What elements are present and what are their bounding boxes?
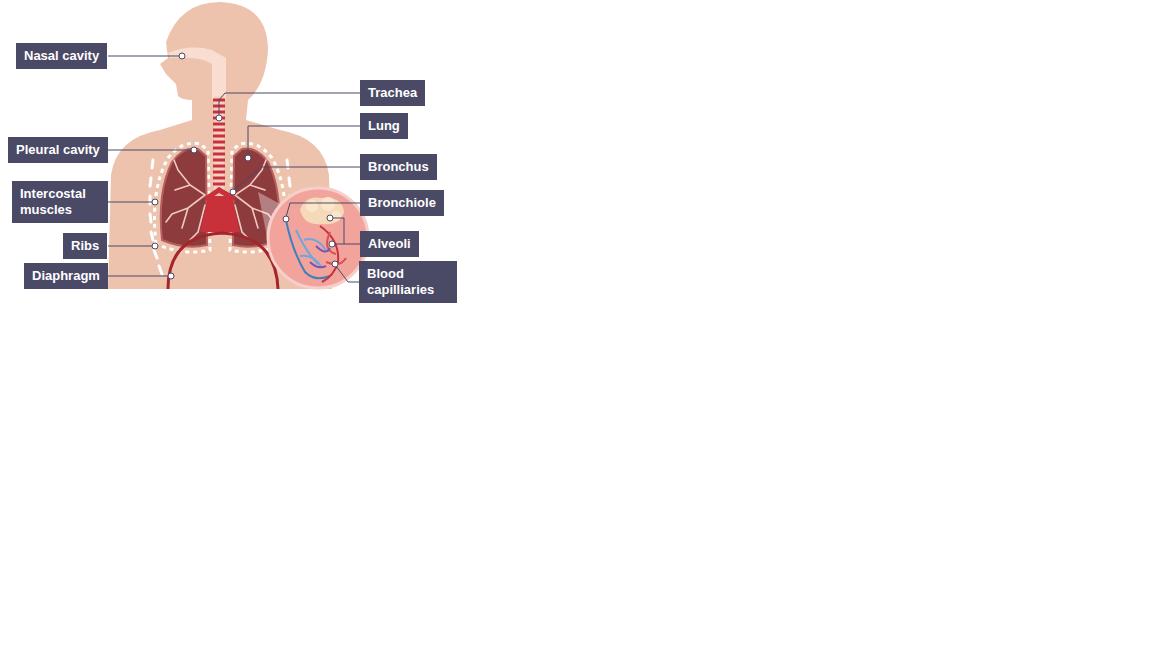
leader-lines [108,56,360,282]
label-text: Diaphragm [32,268,100,284]
alveoli-cluster [300,198,344,225]
label-text: Blood capilliaries [367,266,449,298]
capillaries [286,220,346,282]
label-text: Nasal cavity [24,48,99,64]
label-box: Intercostal muscles [12,181,108,223]
label-text: Bronchiole [368,195,436,211]
label-text: Alveoli [368,236,411,252]
diaphragm-muscle [168,233,278,289]
label-box: Diaphragm [24,263,108,289]
label-box: Alveoli [360,231,419,257]
heart-region [200,196,240,232]
label-box: Ribs [63,233,107,259]
bronchi [207,190,233,198]
nasal-passage [168,48,226,100]
label-box: Bronchiole [360,190,444,216]
label-box: Lung [360,113,408,139]
zoom-circle [268,188,368,288]
label-box: Bronchus [360,154,437,180]
label-text: Pleural cavity [16,142,100,158]
bronchiole-branches [166,160,274,240]
label-text: Lung [368,118,400,134]
label-text: Ribs [71,238,99,254]
label-box: Pleural cavity [8,137,108,163]
label-box: Trachea [360,80,425,106]
label-text: Trachea [368,85,417,101]
label-box: Nasal cavity [16,43,107,69]
leader-dots [152,53,338,279]
label-text: Bronchus [368,159,429,175]
label-text: Intercostal muscles [20,186,100,218]
label-box: Blood capilliaries [359,261,457,303]
